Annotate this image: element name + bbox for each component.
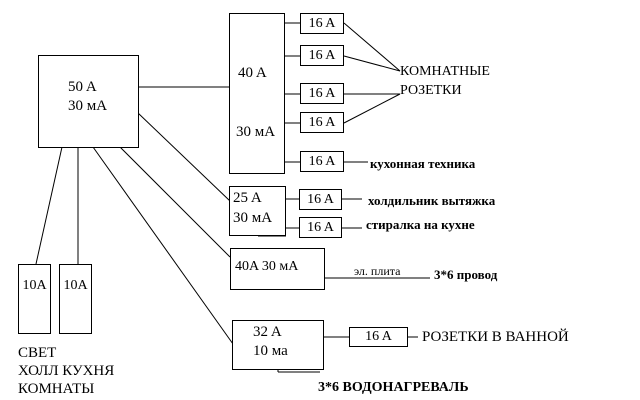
breaker-washer-label: 16 A xyxy=(307,220,334,235)
bath-panel-rating: 32 A xyxy=(253,324,282,340)
stove-panel-label: 40A 30 мА xyxy=(235,259,299,274)
bath-panel xyxy=(232,320,324,370)
stove-wire-label: 3*6 провод xyxy=(434,267,498,282)
wire-b4-to-sockets xyxy=(343,93,401,124)
kitchen-panel xyxy=(229,186,286,236)
main-panel xyxy=(38,55,139,148)
breaker-light-1 xyxy=(18,264,51,334)
light-label-3: КОМНАТЫ xyxy=(18,381,95,397)
water-heater-label: 3*6 ВОДОНАГРЕВАЛЬ xyxy=(318,380,469,395)
wire-main-to-bath-panel xyxy=(92,146,234,345)
breaker-bath-label: 16 A xyxy=(365,329,392,344)
breaker-room-1 xyxy=(300,13,344,34)
wire-main-to-stove-panel xyxy=(119,146,231,258)
breaker-room-3 xyxy=(300,83,344,104)
stove-label: эл. плита xyxy=(354,264,401,278)
wire-main-to-kitchen-panel xyxy=(137,112,231,202)
breaker-room-2-label: 16 A xyxy=(308,48,336,63)
kitchen-tech-label: кухонная техника xyxy=(370,156,476,171)
room-sockets-label-2: РОЗЕТКИ xyxy=(400,83,462,98)
breaker-light-2 xyxy=(59,264,92,334)
room-panel-rating: 40 A xyxy=(238,65,267,81)
wire-main-to-light-1 xyxy=(35,146,63,265)
breaker-light-2-label: 10A xyxy=(63,278,88,293)
breaker-room-3-label: 16 A xyxy=(308,86,336,101)
breaker-kitchen-tech xyxy=(300,151,344,172)
breaker-fridge-label: 16 A xyxy=(307,192,334,207)
main-panel-leakage: 30 мА xyxy=(68,98,108,114)
room-sockets-label-1: КОМНАТНЫЕ xyxy=(400,64,490,79)
breaker-room-2 xyxy=(300,45,344,66)
light-label-1: СВЕТ xyxy=(18,345,57,361)
main-panel-rating: 50 A xyxy=(68,79,97,95)
room-panel xyxy=(229,13,285,174)
bath-sockets-label: РОЗЕТКИ В ВАННОЙ xyxy=(422,329,569,345)
bath-panel-leakage: 10 ма xyxy=(253,343,288,359)
wire-b2-to-sockets xyxy=(343,55,401,72)
breaker-kitchen-tech-label: 16 A xyxy=(308,154,336,169)
stove-panel xyxy=(230,248,325,290)
light-label-2: ХОЛЛ КУХНЯ xyxy=(18,363,115,379)
wire-b1-to-sockets xyxy=(343,22,401,72)
breaker-room-4-label: 16 A xyxy=(308,115,336,130)
kitchen-panel-rating: 25 A xyxy=(233,190,262,206)
breaker-room-4 xyxy=(300,112,344,133)
breaker-light-1-label: 10A xyxy=(22,278,47,293)
breaker-fridge xyxy=(299,189,342,210)
breaker-room-1-label: 16 A xyxy=(308,16,336,31)
kitchen-panel-leakage: 30 мА xyxy=(233,210,273,226)
breaker-washer xyxy=(299,217,342,238)
washer-label: стиралка на кухне xyxy=(366,217,475,232)
room-panel-leakage: 30 мА xyxy=(236,124,276,140)
fridge-hood-label: холдильник вытяжка xyxy=(368,193,496,208)
breaker-bath xyxy=(349,327,408,347)
